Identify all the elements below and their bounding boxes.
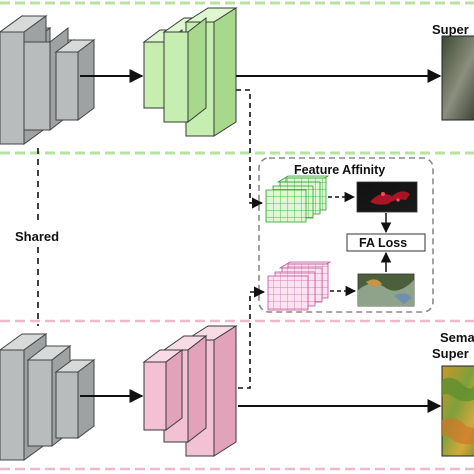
feature-affinity-box xyxy=(258,157,434,313)
green-feature-grid xyxy=(265,175,330,223)
top-branch-label: Super xyxy=(432,22,469,37)
top-decoder-to-affinity-connector xyxy=(236,89,264,209)
bottom-affinity-map xyxy=(357,273,415,307)
top-decoder-block xyxy=(142,7,238,137)
top-affinity-map xyxy=(356,181,418,213)
bottom-branch-label-line2: Super xyxy=(432,346,469,361)
top-encoder-block xyxy=(0,15,96,145)
top-output-image xyxy=(441,35,474,121)
fa-loss-box xyxy=(346,233,426,252)
bottom-output-image xyxy=(441,365,474,457)
pink-feature-grid xyxy=(267,261,332,311)
fa-loss-label: FA Loss xyxy=(359,236,407,250)
bottom-encoder-block xyxy=(0,333,96,461)
bottom-decoder-block xyxy=(142,325,238,457)
feature-affinity-title: Feature Affinity xyxy=(294,163,385,177)
shared-label: Shared xyxy=(15,229,59,244)
bottom-branch-label-line1: Sema xyxy=(440,330,474,345)
